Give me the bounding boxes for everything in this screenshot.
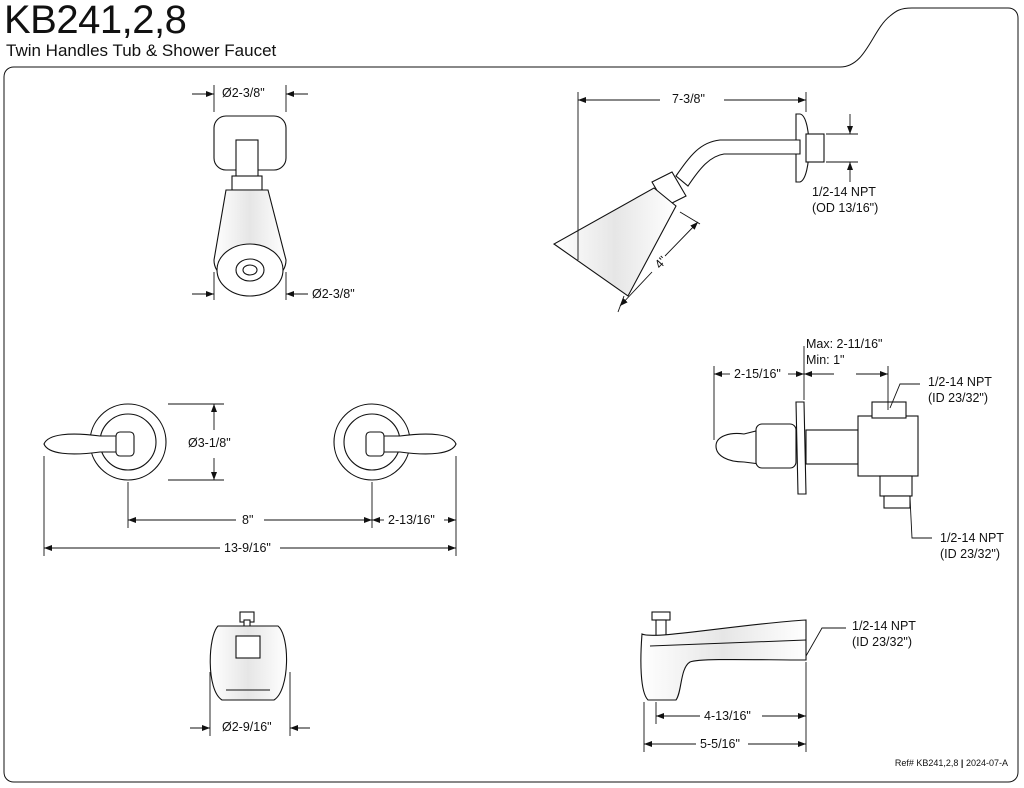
- dim-spout-reach: 4-13/16": [704, 709, 751, 723]
- valve-body: [715, 401, 919, 509]
- handle-left: [43, 403, 167, 481]
- tub-spout-side: [640, 611, 807, 701]
- drawing-frame: [3, 7, 1019, 783]
- reference-footer: Ref# KB241,2,8 | 2024-07-A: [894, 758, 1008, 768]
- handle-right: [333, 403, 457, 481]
- dim-arm-length: 7-3/8": [672, 92, 705, 106]
- dim-handle-diameter: Ø3-1/8": [188, 436, 231, 450]
- page-title: KB241,2,8: [4, 0, 187, 42]
- dim-spout-total: 5-5/16": [700, 737, 740, 751]
- dim-handle-spacing: 8": [242, 513, 254, 527]
- dim-valve-range: Max: 2-11/16" Min: 1": [806, 337, 883, 367]
- tub-spout-front: [209, 611, 288, 701]
- dim-valve-npt-top: 1/2-14 NPT (ID 23/32"): [928, 375, 992, 405]
- dim-showerhead-top: Ø2-3/8": [222, 86, 265, 100]
- dim-valve-depth: 2-15/16": [734, 367, 781, 381]
- dim-spout-diameter: Ø2-9/16": [222, 720, 272, 734]
- showerhead-side-view: [552, 113, 825, 297]
- page-subtitle: Twin Handles Tub & Shower Faucet: [6, 41, 277, 60]
- dim-showerhead-face: Ø2-3/8": [312, 287, 355, 301]
- dim-handle-total: 13-9/16": [224, 541, 271, 555]
- dim-handle-offset: 2-13/16": [388, 513, 435, 527]
- dim-valve-npt-bottom: 1/2-14 NPT (ID 23/32"): [940, 531, 1004, 561]
- showerhead-front-view: [213, 115, 287, 297]
- dim-arm-npt: 1/2-14 NPT (OD 13/16"): [812, 185, 879, 215]
- dim-spout-npt: 1/2-14 NPT (ID 23/32"): [852, 619, 916, 649]
